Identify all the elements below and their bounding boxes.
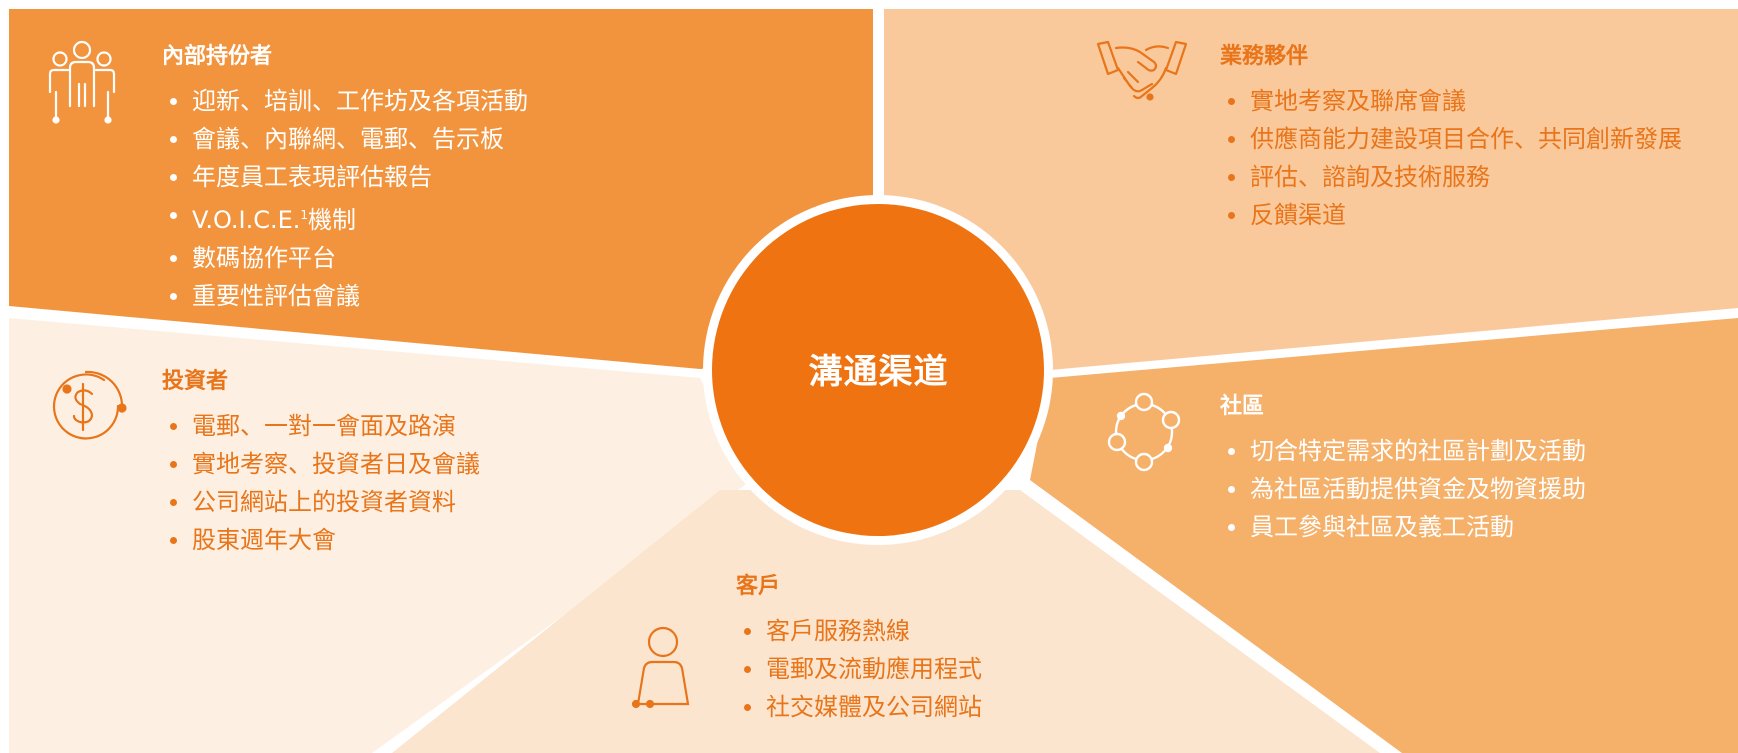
list-item: 實地考察及聯席會議 — [1220, 82, 1682, 120]
section-title-business: 業務夥伴 — [1220, 44, 1309, 69]
list-item: 年度員工表現評估報告 — [162, 158, 528, 196]
section-customers: 客戶 客戶服務熱線 電郵及流動應用程式 社交媒體及公司網站 — [736, 572, 982, 726]
list-item: 客戶服務熱線 — [736, 612, 982, 650]
person-icon — [630, 626, 696, 710]
section-title-internal: 內部持份者 — [162, 44, 273, 69]
center-label-wrap: 溝通渠道 — [713, 203, 1044, 534]
panel-business — [884, 9, 1738, 370]
list-item: 社交媒體及公司網站 — [736, 688, 982, 726]
list-customers: 客戶服務熱線 電郵及流動應用程式 社交媒體及公司網站 — [736, 612, 982, 726]
list-investors: 電郵、一對一會面及路演 實地考察、投資者日及會議 公司網站上的投資者資料 股東週… — [162, 407, 480, 559]
list-item: 為社區活動提供資金及物資援助 — [1220, 470, 1586, 508]
handshake-icon — [1094, 40, 1190, 106]
center-title: 溝通渠道 — [808, 352, 949, 392]
list-item: 反饋渠道 — [1220, 196, 1682, 234]
list-item: 電郵及流動應用程式 — [736, 650, 982, 688]
list-item: 公司網站上的投資者資料 — [162, 483, 480, 521]
list-item: 股東週年大會 — [162, 521, 480, 559]
section-title-investors: 投資者 — [162, 369, 229, 394]
list-item: 會議、內聯網、電郵、告示板 — [162, 120, 528, 158]
panel-internal — [9, 9, 873, 369]
list-item-voice: V.O.I.C.E.1機制 — [162, 196, 528, 239]
section-community: 社區 切合特定需求的社區計劃及活動 為社區活動提供資金及物資援助 員工參與社區及… — [1220, 392, 1586, 546]
section-business: 業務夥伴 實地考察及聯席會議 供應商能力建設項目合作、共同創新發展 評估、諮詢及… — [1220, 42, 1682, 234]
panel-customers — [392, 490, 1380, 753]
voice-suffix: 機制 — [308, 206, 357, 234]
list-community: 切合特定需求的社區計劃及活動 為社區活動提供資金及物資援助 員工參與社區及義工活… — [1220, 432, 1586, 546]
panel-investors — [9, 318, 752, 753]
list-item: 迎新、培訓、工作坊及各項活動 — [162, 82, 528, 120]
list-item: 數碼協作平台 — [162, 239, 528, 277]
footnote-marker: 1 — [300, 208, 309, 222]
section-internal: 內部持份者 迎新、培訓、工作坊及各項活動 會議、內聯網、電郵、告示板 年度員工表… — [162, 42, 528, 315]
people-group-icon — [46, 40, 118, 124]
center-circle — [712, 204, 1044, 536]
list-internal: 迎新、培訓、工作坊及各項活動 會議、內聯網、電郵、告示板 年度員工表現評估報告 … — [162, 82, 528, 315]
section-title-community: 社區 — [1220, 394, 1265, 419]
list-item: 供應商能力建設項目合作、共同創新發展 — [1220, 120, 1682, 158]
section-investors: 投資者 電郵、一對一會面及路演 實地考察、投資者日及會議 公司網站上的投資者資料… — [162, 367, 480, 559]
voice-text: V.O.I.C.E. — [192, 206, 301, 234]
list-item: 電郵、一對一會面及路演 — [162, 407, 480, 445]
list-item: 評估、諮詢及技術服務 — [1220, 158, 1682, 196]
list-business: 實地考察及聯席會議 供應商能力建設項目合作、共同創新發展 評估、諮詢及技術服務 … — [1220, 82, 1682, 234]
dollar-coin-icon — [46, 366, 132, 450]
list-item: 重要性評估會議 — [162, 277, 528, 315]
community-circle-icon — [1104, 390, 1184, 472]
panel-community — [1030, 318, 1738, 753]
list-item: 切合特定需求的社區計劃及活動 — [1220, 432, 1586, 470]
list-item: 員工參與社區及義工活動 — [1220, 508, 1586, 546]
section-title-customers: 客戶 — [736, 574, 781, 599]
list-item: 實地考察、投資者日及會議 — [162, 445, 480, 483]
